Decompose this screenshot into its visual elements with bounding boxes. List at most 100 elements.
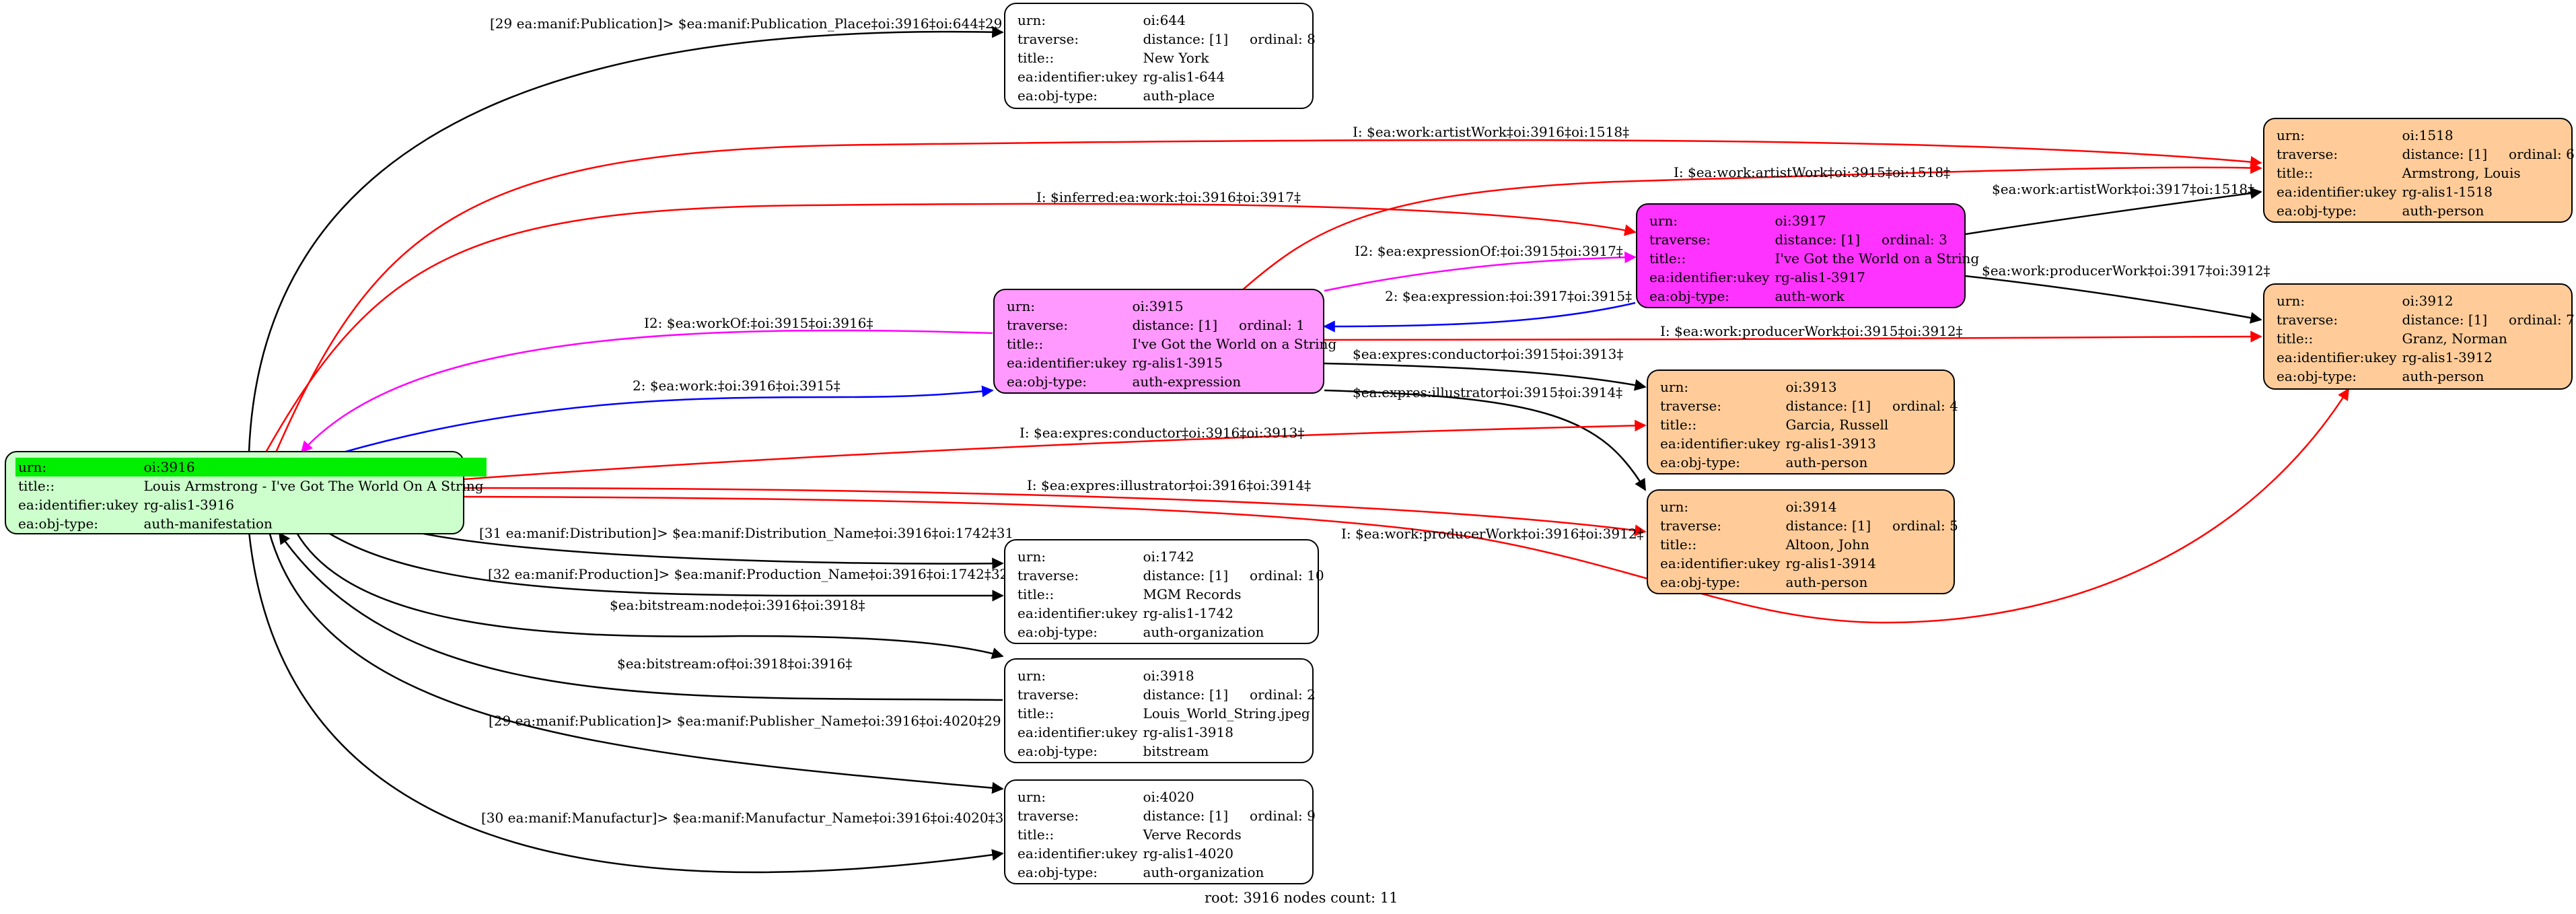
edge-label: $ea:work:artistWork‡oi:3917‡oi:1518‡ xyxy=(1992,181,2254,197)
node-key: title:: xyxy=(1017,50,1054,66)
node-value: distance: [1] ordinal: 8 xyxy=(1143,31,1316,47)
edge-label: I: $ea:work:artistWork‡oi:3916‡oi:1518‡ xyxy=(1353,124,1629,140)
node-key: urn: xyxy=(2277,293,2305,309)
edge-work-3916-3915: 2: $ea:work:‡oi:3916‡oi:3915‡ xyxy=(343,378,994,454)
node-3913[interactable]: urn:oi:3913 traverse:distance: [1] ordin… xyxy=(1647,370,1958,474)
node-value: Granz, Norman xyxy=(2402,330,2507,347)
node-value: oi:3916 xyxy=(141,458,487,477)
edge-distribution-name: [31 ea:manif:Distribution]> $ea:manif:Di… xyxy=(413,525,1013,569)
node-key: ea:obj-type: xyxy=(1649,288,1730,304)
node-key: traverse: xyxy=(1017,687,1079,703)
node-value: New York xyxy=(1143,50,1209,66)
node-value: distance: [1] ordinal: 5 xyxy=(1785,518,1958,534)
node-value: auth-place xyxy=(1143,87,1215,104)
node-value: rg-alis1-3918 xyxy=(1143,724,1233,740)
node-value: auth-work xyxy=(1775,288,1845,304)
edge-producerwork-3917-3912: $ea:work:producerWork‡oi:3917‡oi:3912‡ xyxy=(1964,262,2270,324)
node-key: title:: xyxy=(2277,165,2314,181)
node-4020[interactable]: urn:oi:4020 traverse:distance: [1] ordin… xyxy=(1004,779,1316,884)
node-key: traverse: xyxy=(1007,317,1069,333)
node-3914[interactable]: urn: oi:3914 traverse: distance: [1] ordin… xyxy=(1647,489,1958,594)
node-key: ea:identifier:ukey xyxy=(1660,435,1781,452)
edge-label: I2: $ea:expressionOf:‡oi:3915‡oi:3917‡ xyxy=(1355,243,1623,259)
edge-production-name: [32 ea:manif:Production]> $ea:manif:Prod… xyxy=(326,530,1008,602)
node-key: urn: xyxy=(1660,499,1689,515)
node-key: ea:identifier:ukey xyxy=(1017,69,1138,85)
node-key: urn: xyxy=(1649,213,1678,229)
node-key: traverse: xyxy=(1649,232,1711,248)
edge-label: 2: $ea:work:‡oi:3916‡oi:3915‡ xyxy=(633,378,840,394)
edge-expression-of: I2: $ea:expressionOf:‡oi:3915‡oi:3917‡ xyxy=(1324,243,1637,292)
node-key: ea:identifier:ukey xyxy=(1017,605,1138,621)
node-key: traverse: xyxy=(2277,146,2338,162)
node-value: distance: [1] ordinal: 4 xyxy=(1785,398,1958,414)
node-value: distance: [1] ordinal: 9 xyxy=(1143,808,1316,824)
node-key: ea:obj-type: xyxy=(2277,368,2357,384)
node-value: Altoon, John xyxy=(1785,536,1869,553)
edge-label: $ea:expres:illustrator‡oi:3915‡oi:3914‡ xyxy=(1353,384,1622,400)
edge-label: $ea:bitstream:of‡oi:3918‡oi:3916‡ xyxy=(617,656,852,672)
node-key: traverse: xyxy=(1017,31,1079,47)
node-key: title:: xyxy=(1007,336,1044,352)
node-key: ea:obj-type: xyxy=(1660,574,1741,590)
node-key: title:: xyxy=(2277,330,2314,347)
edge-label: I: $ea:work:producerWork‡oi:3915‡oi:3912… xyxy=(1660,323,1963,339)
node-value: rg-alis1-4020 xyxy=(1143,845,1233,862)
node-3918[interactable]: urn:oi:3918 traverse:distance: [1] ordin… xyxy=(1004,658,1316,763)
node-key: urn: xyxy=(1660,379,1689,395)
node-value: oi:1518 xyxy=(2402,127,2454,143)
node-value: Garcia, Russell xyxy=(1785,417,1889,433)
node-key: urn: xyxy=(15,458,141,477)
node-key: ea:identifier:ukey xyxy=(2277,184,2397,200)
edge-conductor-3915-3913: $ea:expres:conductor‡oi:3915‡oi:3913‡ xyxy=(1324,346,1647,391)
edge-label: 2: $ea:expression:‡oi:3917‡oi:3915‡ xyxy=(1385,288,1632,304)
node-key: title:: xyxy=(1649,250,1686,267)
edge-label: I: $inferred:ea:work:‡oi:3916‡oi:3917‡ xyxy=(1036,189,1301,205)
edge-artistwork-3915-1518: I: $ea:work:artistWork‡oi:3915‡oi:1518‡ xyxy=(1241,162,2262,291)
node-key: ea:identifier:ukey xyxy=(1017,845,1138,862)
node-1742[interactable]: urn:oi:1742 traverse:distance: [1] ordin… xyxy=(1004,539,1324,644)
node-key: ea:identifier:ukey xyxy=(1017,724,1138,740)
node-value: oi:3914 xyxy=(1785,499,1837,515)
node-key: title:: xyxy=(1660,536,1697,553)
node-value: MGM Records xyxy=(1143,586,1242,602)
node-value: distance: [1] ordinal: 1 xyxy=(1132,317,1305,333)
node-3917[interactable]: urn:oi:3917 traverse:distance: [1] ordin… xyxy=(1636,203,1979,308)
node-value: auth-manifestation xyxy=(143,516,273,532)
node-3912[interactable]: urn:oi:3912 traverse:distance: [1] ordin… xyxy=(2263,283,2575,390)
node-3915[interactable]: urn:oi:3915 traverse:distance: [1] ordin… xyxy=(993,289,1336,394)
node-key: ea:obj-type: xyxy=(1007,374,1087,390)
node-1518[interactable]: urn:oi:1518 traverse:distance: [1] ordin… xyxy=(2263,118,2575,223)
node-value: distance: [1] ordinal: 3 xyxy=(1775,232,1947,248)
node-value: auth-person xyxy=(1785,454,1868,470)
node-key: ea:obj-type: xyxy=(1017,624,1098,640)
edge-producerwork-3915-3912: I: $ea:work:producerWork‡oi:3915‡oi:3912… xyxy=(1324,323,2262,343)
node-value: bitstream xyxy=(1143,743,1209,759)
node-value: distance: [1] ordinal: 10 xyxy=(1143,567,1324,584)
edge-label: I: $ea:work:producerWork‡oi:3916‡oi:3912… xyxy=(1341,526,1644,542)
node-key: traverse: xyxy=(2277,312,2338,328)
edge-label: I2: $ea:workOf:‡oi:3915‡oi:3916‡ xyxy=(644,315,873,331)
node-key: ea:identifier:ukey xyxy=(1660,555,1781,571)
edge-work-of: I2: $ea:workOf:‡oi:3915‡oi:3916‡ xyxy=(300,315,993,454)
edge-inferred-work: I: $inferred:ea:work:‡oi:3916‡oi:3917‡ xyxy=(264,189,1637,453)
node-value: Armstrong, Louis xyxy=(2402,165,2521,181)
edge-producerwork-3916-3912: I: $ea:work:producerWork‡oi:3916‡oi:3912… xyxy=(464,388,2350,624)
node-value: distance: [1] ordinal: 2 xyxy=(1143,687,1316,703)
node-root-3916[interactable]: urn:oi:3916 title::Louis Armstrong - I'v… xyxy=(5,451,487,534)
edge-label: [30 ea:manif:Manufactur]> $ea:manif:Manu… xyxy=(481,810,1012,826)
edge-expression: 2: $ea:expression:‡oi:3917‡oi:3915‡ xyxy=(1323,288,1636,332)
node-value: I've Got the World on a String xyxy=(1775,250,1980,267)
node-key: ea:obj-type: xyxy=(1017,864,1098,880)
node-value: auth-organization xyxy=(1143,864,1264,880)
node-value: auth-person xyxy=(2402,368,2484,384)
edge-label: [29 ea:manif:Publication]> $ea:manif:Pub… xyxy=(489,713,1001,729)
edge-conductor-3916-3913: I: $ea:expres:conductor‡oi:3916‡oi:3913‡ xyxy=(464,419,1647,481)
node-value: rg-alis1-1742 xyxy=(1143,605,1233,621)
node-value: Verve Records xyxy=(1143,827,1242,843)
node-644[interactable]: urn:oi:644 traverse:distance: [1] ordina… xyxy=(1004,3,1316,109)
node-key: traverse: xyxy=(1660,518,1722,534)
node-value: oi:3915 xyxy=(1132,298,1184,314)
node-value: Louis Armstrong - I've Got The World On … xyxy=(143,478,484,494)
edge-label: $ea:work:producerWork‡oi:3917‡oi:3912‡ xyxy=(1982,262,2270,279)
